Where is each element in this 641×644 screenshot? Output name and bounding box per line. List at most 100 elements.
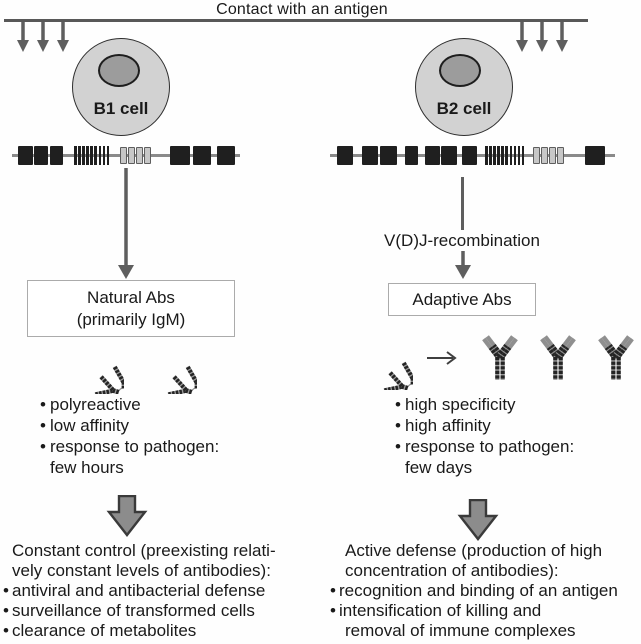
gene-segment-bar [521,145,525,165]
b2-cell: B2 cell [415,38,513,136]
b1-outcome-heading-line1: Constant control (preexisting relati- [12,541,276,560]
b2-antibody-icons [349,326,636,390]
gene-segment-bar [90,145,93,165]
gene-segment-gray [532,146,540,164]
bullet-icon: • [40,416,46,435]
b1-trait-item: •response to pathogen: [40,436,290,457]
b1-outcome-item-label: antiviral and antibacterial defense [12,581,266,600]
b1-trait-item-label: low affinity [50,416,130,435]
bullet-icon: • [3,581,9,600]
igm-to-igg-arrow-icon [426,350,462,366]
diagram-title: Contact with an antigen [216,1,388,18]
b2-flow-arrow-icon [453,251,473,285]
b1-flow-arrow-icon [115,168,137,285]
adaptive-abs-line1: Adaptive Abs [412,289,512,309]
b1-outcome-item: •antiviral and antibacterial defense [3,581,319,601]
b1-outcome-list: •antiviral and antibacterial defense•sur… [3,581,319,641]
gene-segment-bar [489,145,492,165]
gene-segment-bar [509,145,513,165]
b2-traits-list: •high specificity•high affinity•response… [395,394,641,478]
gene-segment-bar [82,145,85,165]
bullet-icon: • [330,581,336,600]
b2-outcome-list: •recognition and binding of an antigen•i… [330,581,641,641]
gene-segment-black [216,145,235,165]
bullet-icon: • [3,621,9,640]
igm-pentamer-icon [60,330,124,394]
b2-trait-item-continuation: few days [405,458,473,477]
gene-segment-bar [78,145,81,165]
bullet-icon: • [40,437,46,456]
b1-trait-item: •low affinity [40,415,290,436]
b2-outcome-item-label: intensification of killing and [339,601,542,620]
antigen-arrows-left [15,22,75,58]
b1-outcome-heading-line2: vely constant levels of antibodies): [12,561,271,580]
gene-segment-bar [513,145,517,165]
natural-abs-line2: (primarily IgM) [76,309,186,329]
b2-trait-item-label: high affinity [405,416,491,435]
b2-outcome-arrow-icon [457,498,499,546]
gene-segment-black [425,145,440,165]
gene-segment-black [34,145,48,165]
b1-trait-item-label: response to pathogen: [50,437,220,456]
b1-outcome-item-label: surveillance of transformed cells [12,601,255,620]
b2-cell-nucleus-icon [439,54,481,87]
gene-segment-black [50,145,63,165]
antigen-contact-line [4,19,588,22]
b1-outcome-arrow-icon [106,494,148,542]
gene-segment-gray [556,146,564,164]
gene-segment-bar [501,145,504,165]
b2-outcome-text: Active defense (production of high conce… [330,541,641,641]
gene-segment-bar [86,145,89,165]
gene-segment-black [405,145,418,165]
b1-outcome-item-label: clearance of metabolites [12,621,197,640]
gene-segment-gray [143,146,151,164]
b2-outcome-item-label: recognition and binding of an antigen [339,581,618,600]
igg-antibody-icon [480,332,520,384]
b2-trait-item-label: high specificity [405,395,516,414]
b2-trait-item-label: response to pathogen: [405,437,575,456]
gene-segment-black [169,145,190,165]
bullet-icon: • [40,395,46,414]
gene-segment-black [462,145,477,165]
bullet-icon: • [395,437,401,456]
b2-trait-item: •response to pathogen: [395,436,641,457]
b2-gene-locus [330,145,615,165]
b2-trait-item: •high affinity [395,415,641,436]
gene-segment-bar [94,145,97,165]
b2-trait-item: •high specificity [395,394,641,415]
b1-gene-locus [12,145,240,165]
b2-cell-label: B2 cell [436,99,492,118]
b1-outcome-item: •surveillance of transformed cells [3,601,319,621]
b1-traits-list: •polyreactive•low affinity•response to p… [40,394,290,478]
gene-segment-black [337,145,353,165]
natural-abs-line1: Natural Abs [87,287,175,307]
gene-segment-gray [540,146,548,164]
b1-antibody-icons [60,330,197,394]
antigen-arrows-right [514,22,574,58]
natural-abs-box: Natural Abs (primarily IgM) [27,280,235,337]
b2-flow-line [461,177,464,230]
gene-segment-black [362,145,378,165]
b1-outcome-text: Constant control (preexisting relati- ve… [3,541,319,641]
gene-segment-black [380,145,397,165]
bullet-icon: • [395,395,401,414]
gene-segment-bar [485,145,488,165]
igm-pentamer-icon [133,330,197,394]
gene-segment-black [441,145,457,165]
gene-segment-bar [74,145,77,165]
gene-segment-gray [135,146,143,164]
gene-segment-gray [548,146,556,164]
gene-segment-bar [497,145,500,165]
adaptive-abs-box: Adaptive Abs [388,283,536,316]
gene-segment-bar [493,145,496,165]
gene-segment-bar [102,145,106,165]
igm-pentamer-icon [349,326,413,390]
b2-outcome-heading-line1: Active defense (production of high [345,541,603,560]
gene-segment-black [584,145,605,165]
gene-segment-bar [98,145,102,165]
gene-segment-gray [119,146,127,164]
gene-segment-bar [517,145,521,165]
b1-cell-label: B1 cell [93,99,149,118]
b2-outcome-item: •recognition and binding of an antigen [330,581,641,601]
